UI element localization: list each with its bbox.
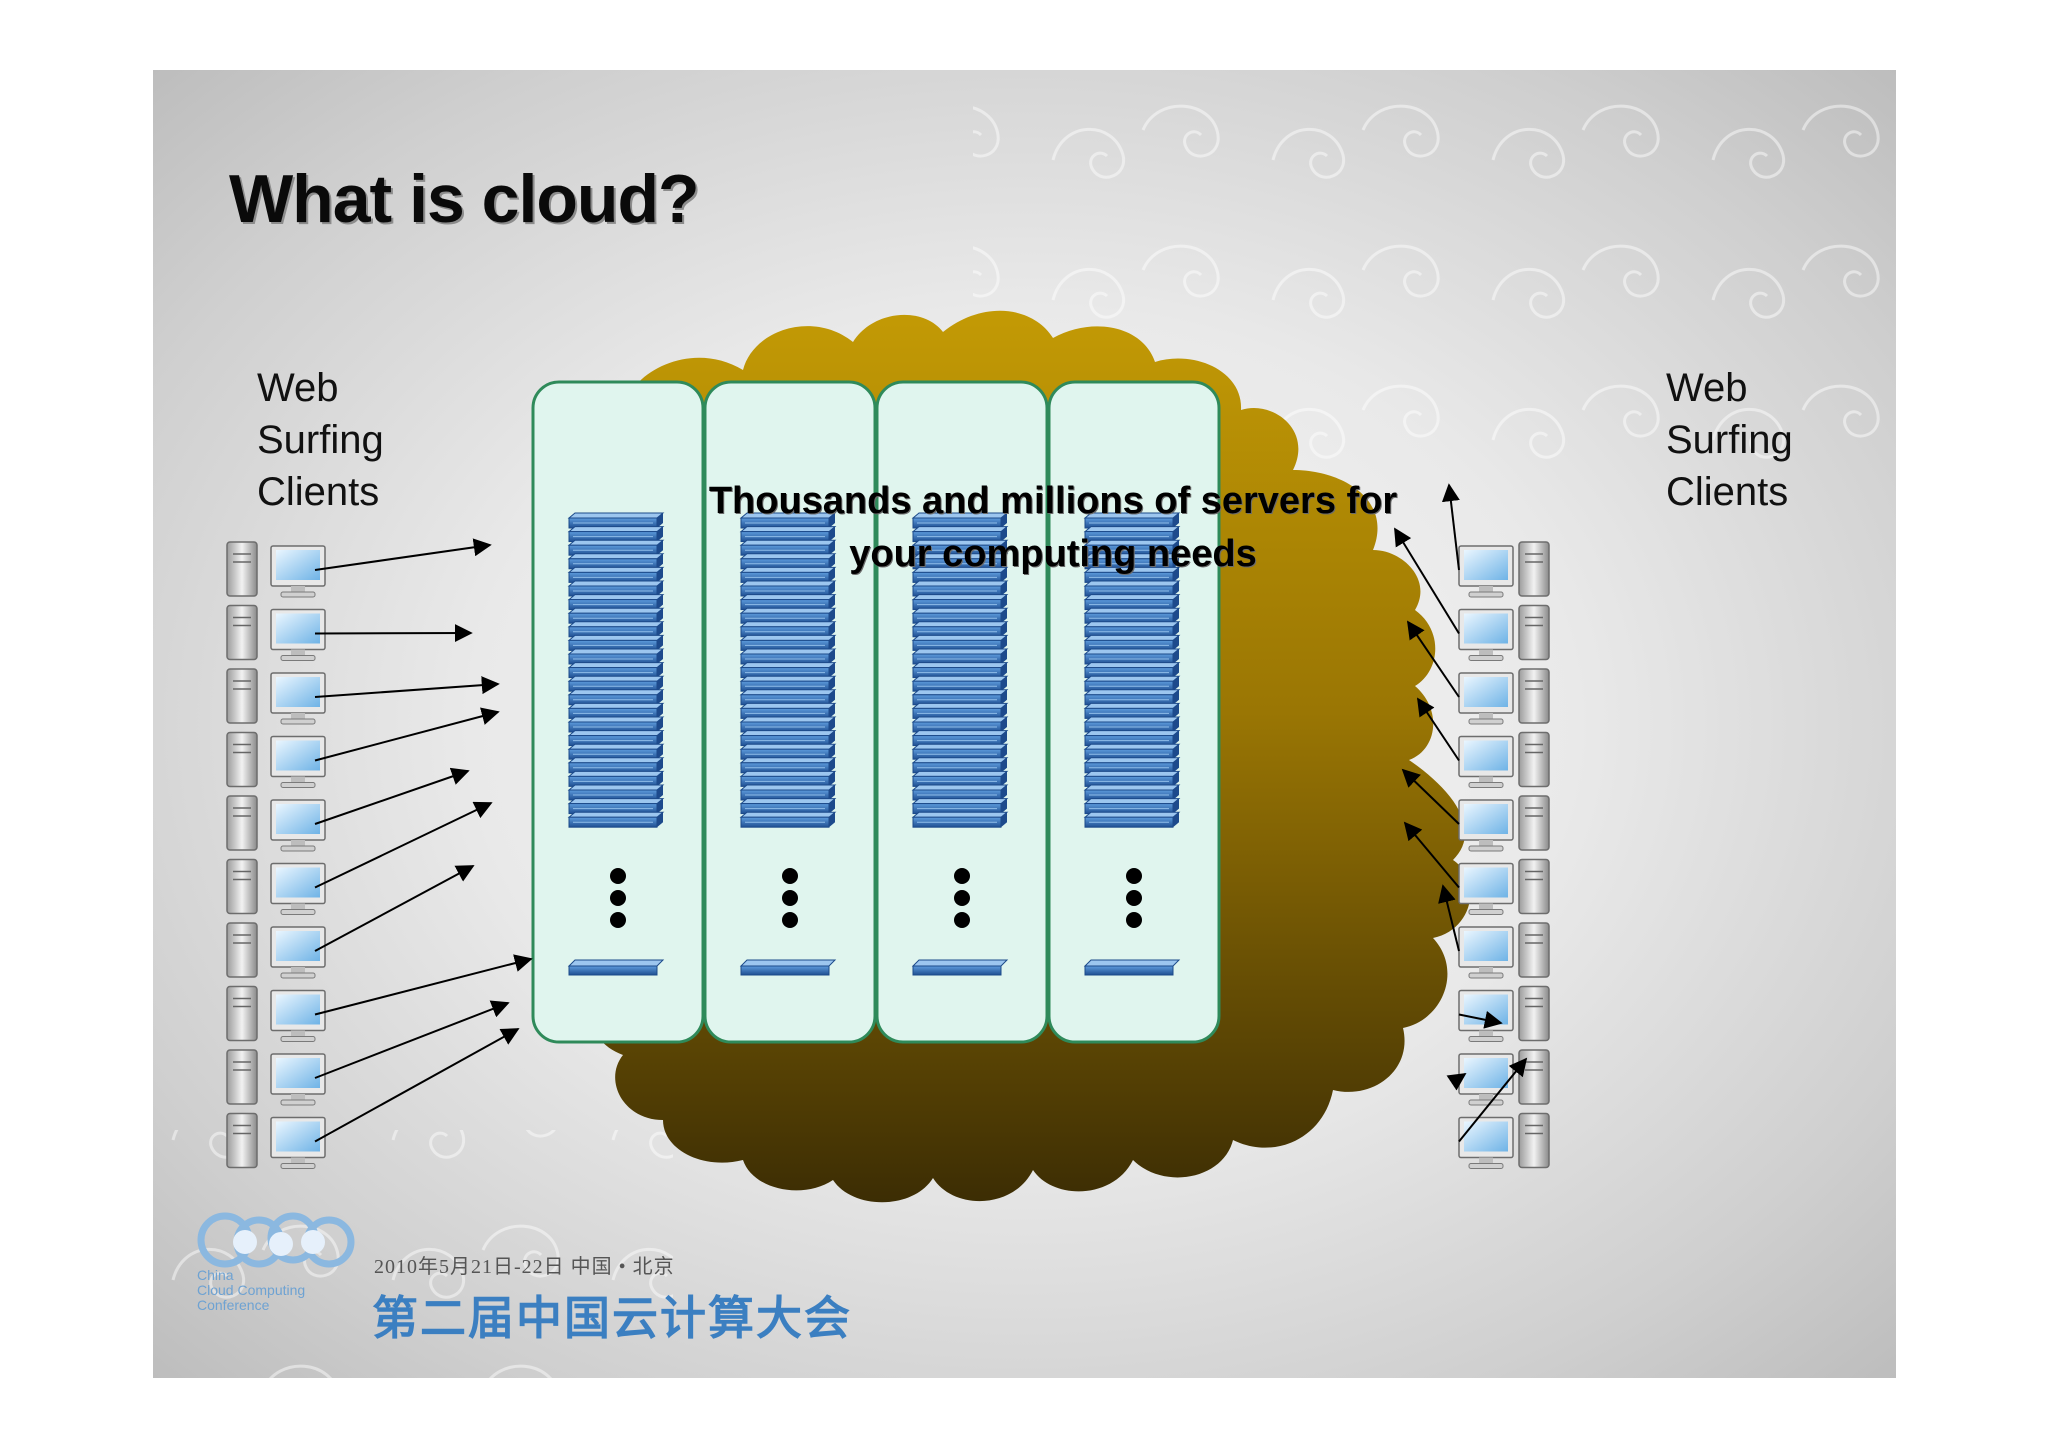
left-label-line: Web	[257, 362, 384, 414]
ellipsis-dots-icon	[954, 868, 970, 928]
client-arrow	[315, 1029, 518, 1142]
cloud-diagram	[153, 70, 1896, 1378]
ellipsis-dots-icon	[1126, 868, 1142, 928]
desktop-computer-icon	[227, 987, 325, 1042]
cloud-caption: Thousands and millions of servers for yo…	[623, 475, 1483, 581]
desktop-computer-icon	[1459, 860, 1549, 915]
client-arrow	[315, 1003, 508, 1078]
desktop-computer-icon	[227, 860, 325, 915]
desktop-computer-icon	[1459, 1050, 1549, 1105]
desktop-computer-icon	[1459, 1114, 1549, 1169]
left-clients	[227, 542, 531, 1169]
server-icon	[569, 960, 663, 975]
desktop-computer-icon	[1459, 987, 1549, 1042]
client-arrow	[315, 545, 490, 570]
client-arrow	[315, 684, 498, 697]
server-icon	[913, 960, 1007, 975]
ellipsis-dots-icon	[610, 868, 626, 928]
client-arrow	[315, 712, 498, 761]
desktop-computer-icon	[1459, 923, 1549, 978]
desktop-computer-icon	[227, 796, 325, 851]
slide-title: What is cloud?	[229, 160, 699, 238]
desktop-computer-icon	[1459, 796, 1549, 851]
right-clients-label: Web Surfing Clients	[1666, 362, 1793, 518]
desktop-computer-icon	[1459, 606, 1549, 661]
right-label-line: Web	[1666, 362, 1793, 414]
conference-name: 第二届中国云计算大会	[372, 1282, 852, 1348]
logo-text: China Cloud Computing Conference	[197, 1268, 305, 1313]
desktop-computer-icon	[227, 923, 325, 978]
left-label-line: Surfing	[257, 414, 384, 466]
desktop-computer-icon	[1459, 733, 1549, 788]
logo-line: Conference	[197, 1298, 305, 1313]
client-arrow	[315, 771, 468, 824]
logo-line: China	[197, 1268, 305, 1283]
client-arrow	[315, 633, 471, 634]
logo-line: Cloud Computing	[197, 1283, 305, 1298]
cloud-caption-line: your computing needs	[623, 528, 1483, 581]
client-arrow	[315, 866, 473, 951]
desktop-computer-icon	[227, 542, 325, 597]
right-label-line: Surfing	[1666, 414, 1793, 466]
server-icon	[1085, 960, 1179, 975]
cloud-caption-line: Thousands and millions of servers for	[623, 475, 1483, 528]
desktop-computer-icon	[227, 1050, 325, 1105]
ellipsis-dots-icon	[782, 868, 798, 928]
desktop-computer-icon	[227, 669, 325, 724]
desktop-computer-icon	[227, 733, 325, 788]
desktop-computer-icon	[1459, 669, 1549, 724]
right-label-line: Clients	[1666, 466, 1793, 518]
slide: What is cloud? Web Surfing Clients Web S…	[153, 70, 1896, 1378]
conference-date-location: 2010年5月21日-22日 中国 • 北京	[374, 1250, 675, 1279]
server-icon	[741, 960, 835, 975]
left-clients-label: Web Surfing Clients	[257, 362, 384, 518]
left-label-line: Clients	[257, 466, 384, 518]
desktop-computer-icon	[227, 606, 325, 661]
